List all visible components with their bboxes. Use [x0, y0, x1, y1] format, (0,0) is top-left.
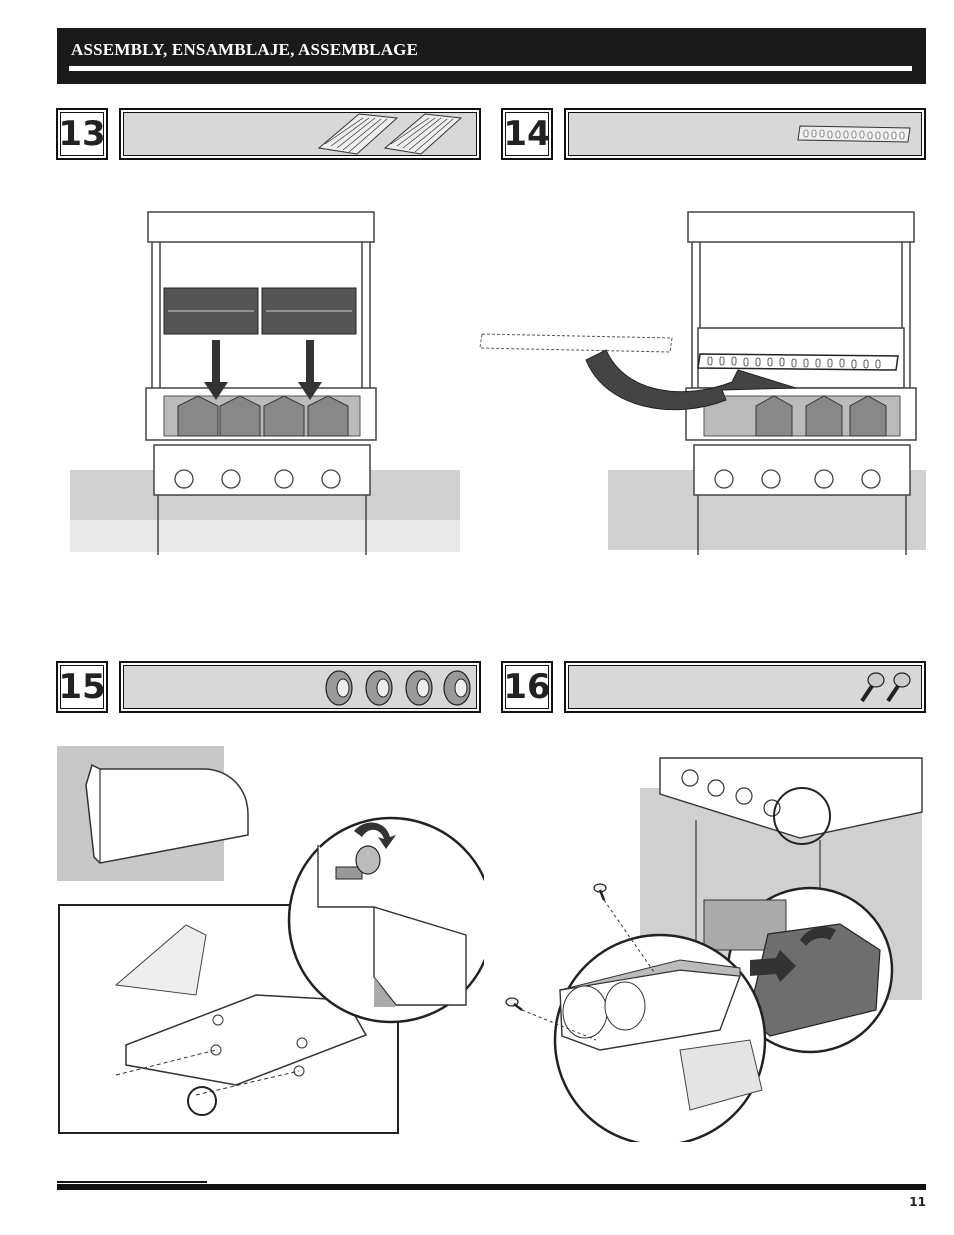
screws-icon — [844, 663, 924, 711]
warming-rack-icon — [794, 110, 924, 158]
page-number: 11 — [909, 1195, 926, 1209]
step-15-number: 15 — [56, 661, 108, 713]
section-header: ASSEMBLY, ENSAMBLAJE, ASSEMBLAGE — [57, 28, 926, 84]
step-16-parts-box — [564, 661, 926, 713]
footer-rule — [57, 1184, 926, 1190]
section-title: ASSEMBLY, ENSAMBLAJE, ASSEMBLAGE — [71, 40, 418, 60]
step-13-parts-box — [119, 108, 481, 160]
step-15-illustration — [56, 745, 484, 1137]
step-13-number: 13 — [56, 108, 108, 160]
step-14-illustration — [476, 200, 928, 555]
step-16-illustration — [500, 750, 928, 1142]
cooking-grates-icon — [299, 110, 479, 158]
step-13-illustration — [68, 200, 462, 555]
step-14-number: 14 — [501, 108, 553, 160]
step-15-parts-box — [119, 661, 481, 713]
footer-rule-thin — [57, 1181, 207, 1183]
step-16-number: 16 — [501, 661, 553, 713]
step-14-parts-box — [564, 108, 926, 160]
header-rule — [69, 66, 912, 71]
nuts-icon — [309, 663, 479, 711]
